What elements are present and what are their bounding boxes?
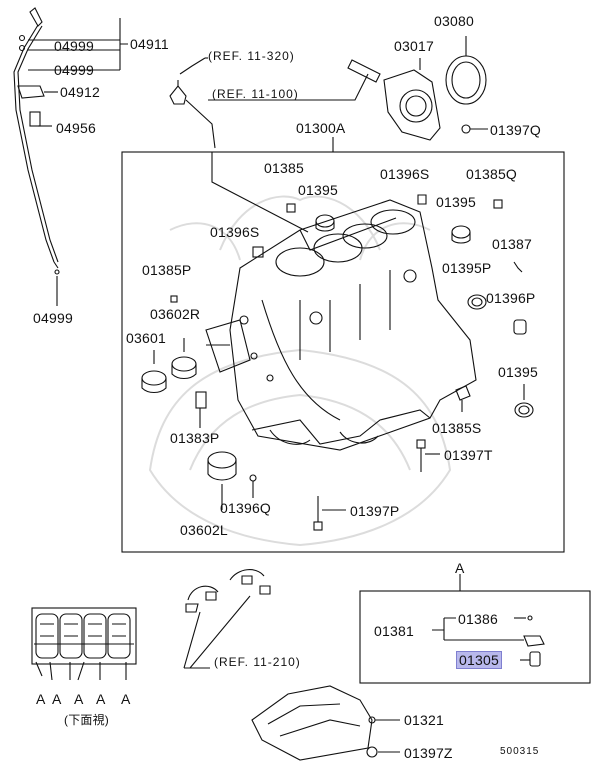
label-01300a[interactable]: 01300A xyxy=(296,120,346,136)
bottom-view-mark-a-4: A xyxy=(96,691,106,707)
ref-11-210[interactable]: (REF. 11-210) xyxy=(214,655,301,669)
label-03601[interactable]: 03601 xyxy=(126,330,166,346)
bolt-01397t xyxy=(416,439,440,472)
part-01395-c xyxy=(514,384,534,418)
label-03602r[interactable]: 03602R xyxy=(150,306,201,322)
bottom-view-mark-a-3: A xyxy=(74,691,84,707)
label-01395-a[interactable]: 01395 xyxy=(298,182,338,198)
label-01387[interactable]: 01387 xyxy=(492,236,532,252)
bearing-03602r xyxy=(171,338,197,380)
label-04999-b[interactable]: 04999 xyxy=(54,62,94,78)
part-01396s-top xyxy=(417,194,427,205)
part-01387 xyxy=(513,261,523,273)
detail-a-marker[interactable]: A xyxy=(455,560,465,576)
label-01395-b[interactable]: 01395 xyxy=(436,194,476,210)
part-01395-b xyxy=(451,225,471,244)
baffle-plate xyxy=(251,685,400,761)
main-block-frame xyxy=(121,151,565,553)
part-01395-a xyxy=(315,214,335,232)
label-03602l[interactable]: 03602L xyxy=(180,522,228,538)
part-01385s xyxy=(455,385,471,412)
label-01396s-left[interactable]: 01396S xyxy=(210,224,260,240)
watermark-emblem xyxy=(148,195,452,547)
label-01396p[interactable]: 01396P xyxy=(486,290,536,306)
label-04912[interactable]: 04912 xyxy=(60,84,100,100)
part-01396s-left xyxy=(252,246,264,258)
bottom-view-mark-a-1: A xyxy=(36,691,46,707)
figure-number: 500315 xyxy=(500,746,540,757)
label-01397t[interactable]: 01397T xyxy=(444,447,493,463)
part-01396p xyxy=(513,319,527,335)
detail-a-frame xyxy=(359,590,591,684)
block-bottom-view xyxy=(31,607,137,681)
part-01395p xyxy=(467,294,487,310)
label-01321[interactable]: 01321 xyxy=(404,712,444,728)
breather-plug xyxy=(169,57,216,149)
bearing-03602l xyxy=(207,451,237,510)
part-01396q xyxy=(249,474,257,498)
ref-11-320[interactable]: (REF. 11-320) xyxy=(208,49,295,63)
label-01383p[interactable]: 01383P xyxy=(170,430,220,446)
label-04956[interactable]: 04956 xyxy=(56,120,96,136)
label-01385p[interactable]: 01385P xyxy=(142,262,192,278)
ref-11-100[interactable]: (REF. 11-100) xyxy=(212,87,299,101)
bottom-view-caption: (下面視) xyxy=(64,713,109,727)
label-03080[interactable]: 03080 xyxy=(434,13,474,29)
label-01385s[interactable]: 01385S xyxy=(432,420,482,436)
detail-a-parts xyxy=(432,574,545,667)
part-01385q xyxy=(493,199,503,209)
part-01385p xyxy=(170,295,178,303)
label-01395p[interactable]: 01395P xyxy=(442,260,492,276)
label-01397p[interactable]: 01397P xyxy=(350,503,400,519)
label-01386[interactable]: 01386 xyxy=(458,611,498,627)
part-01385 xyxy=(286,203,296,213)
label-01395-c[interactable]: 01395 xyxy=(498,364,538,380)
part-01383p xyxy=(195,391,207,428)
label-01397z[interactable]: 01397Z xyxy=(404,745,453,761)
rear-seal-case xyxy=(347,59,441,141)
bolt-01397q xyxy=(461,124,488,134)
bolt-01397p xyxy=(313,496,346,531)
label-01381[interactable]: 01381 xyxy=(374,623,414,639)
oil-seal-ring xyxy=(445,55,487,105)
label-03017[interactable]: 03017 xyxy=(394,38,434,54)
label-04999-a[interactable]: 04999 xyxy=(54,38,94,54)
label-01385q[interactable]: 01385Q xyxy=(466,166,518,182)
label-04999-c[interactable]: 04999 xyxy=(33,310,73,326)
dipstick-assembly xyxy=(13,7,128,306)
label-04911[interactable]: 04911 xyxy=(130,36,169,52)
label-01397q[interactable]: 01397Q xyxy=(490,122,542,138)
bearing-03601 xyxy=(141,350,167,394)
bottom-view-mark-a-2: A xyxy=(52,691,62,707)
label-01305[interactable]: 01305 xyxy=(456,651,502,669)
bottom-view-mark-a-5: A xyxy=(121,691,131,707)
ref-11-100-leader xyxy=(208,73,369,101)
label-01396s-top[interactable]: 01396S xyxy=(380,166,430,182)
label-01396q[interactable]: 01396Q xyxy=(220,500,272,516)
label-01385[interactable]: 01385 xyxy=(264,160,304,176)
cylinder-block xyxy=(205,199,477,451)
thrust-bearings xyxy=(183,569,271,669)
